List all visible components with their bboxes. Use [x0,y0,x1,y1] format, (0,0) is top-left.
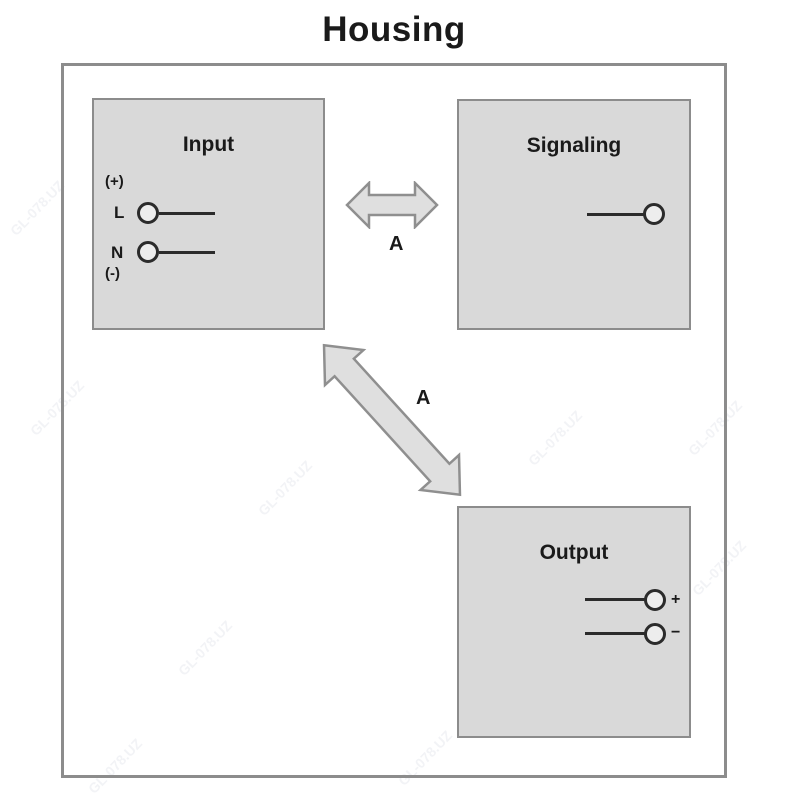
input-live-wire [159,212,215,215]
output-box: Output + − [457,506,691,738]
input-neutral-terminal-circle-icon [137,241,159,263]
input-neutral-wire [159,251,215,254]
signaling-box-title: Signaling [526,134,622,157]
output-box-title: Output [539,541,609,564]
output-plus-terminal-circle-icon [644,589,666,611]
input-minus-label: (-) [105,265,120,282]
arrow-label-input-output: A [416,387,431,409]
output-minus-wire [585,632,645,635]
input-plus-label: (+) [105,173,124,190]
input-box: Input (+) L N (-) [92,98,325,330]
signaling-terminal-circle-icon [643,203,665,225]
input-neutral-label: N [111,243,124,262]
signaling-box: Signaling [457,99,691,330]
output-minus-label: − [671,624,681,641]
input-box-title: Input [182,133,235,156]
output-plus-label: + [671,591,681,608]
double-arrow-diagonal-icon [322,343,462,497]
arrow-label-input-signaling: A [389,233,404,255]
output-minus-terminal-circle-icon [644,623,666,645]
watermark: GL-078.UZ [6,177,68,239]
page-title: Housing [322,10,466,49]
output-plus-wire [585,598,645,601]
input-live-terminal-circle-icon [137,202,159,224]
double-arrow-horizontal-icon [345,181,439,229]
housing-outline [61,63,727,778]
signaling-wire [587,213,645,216]
input-live-label: L [114,203,125,222]
